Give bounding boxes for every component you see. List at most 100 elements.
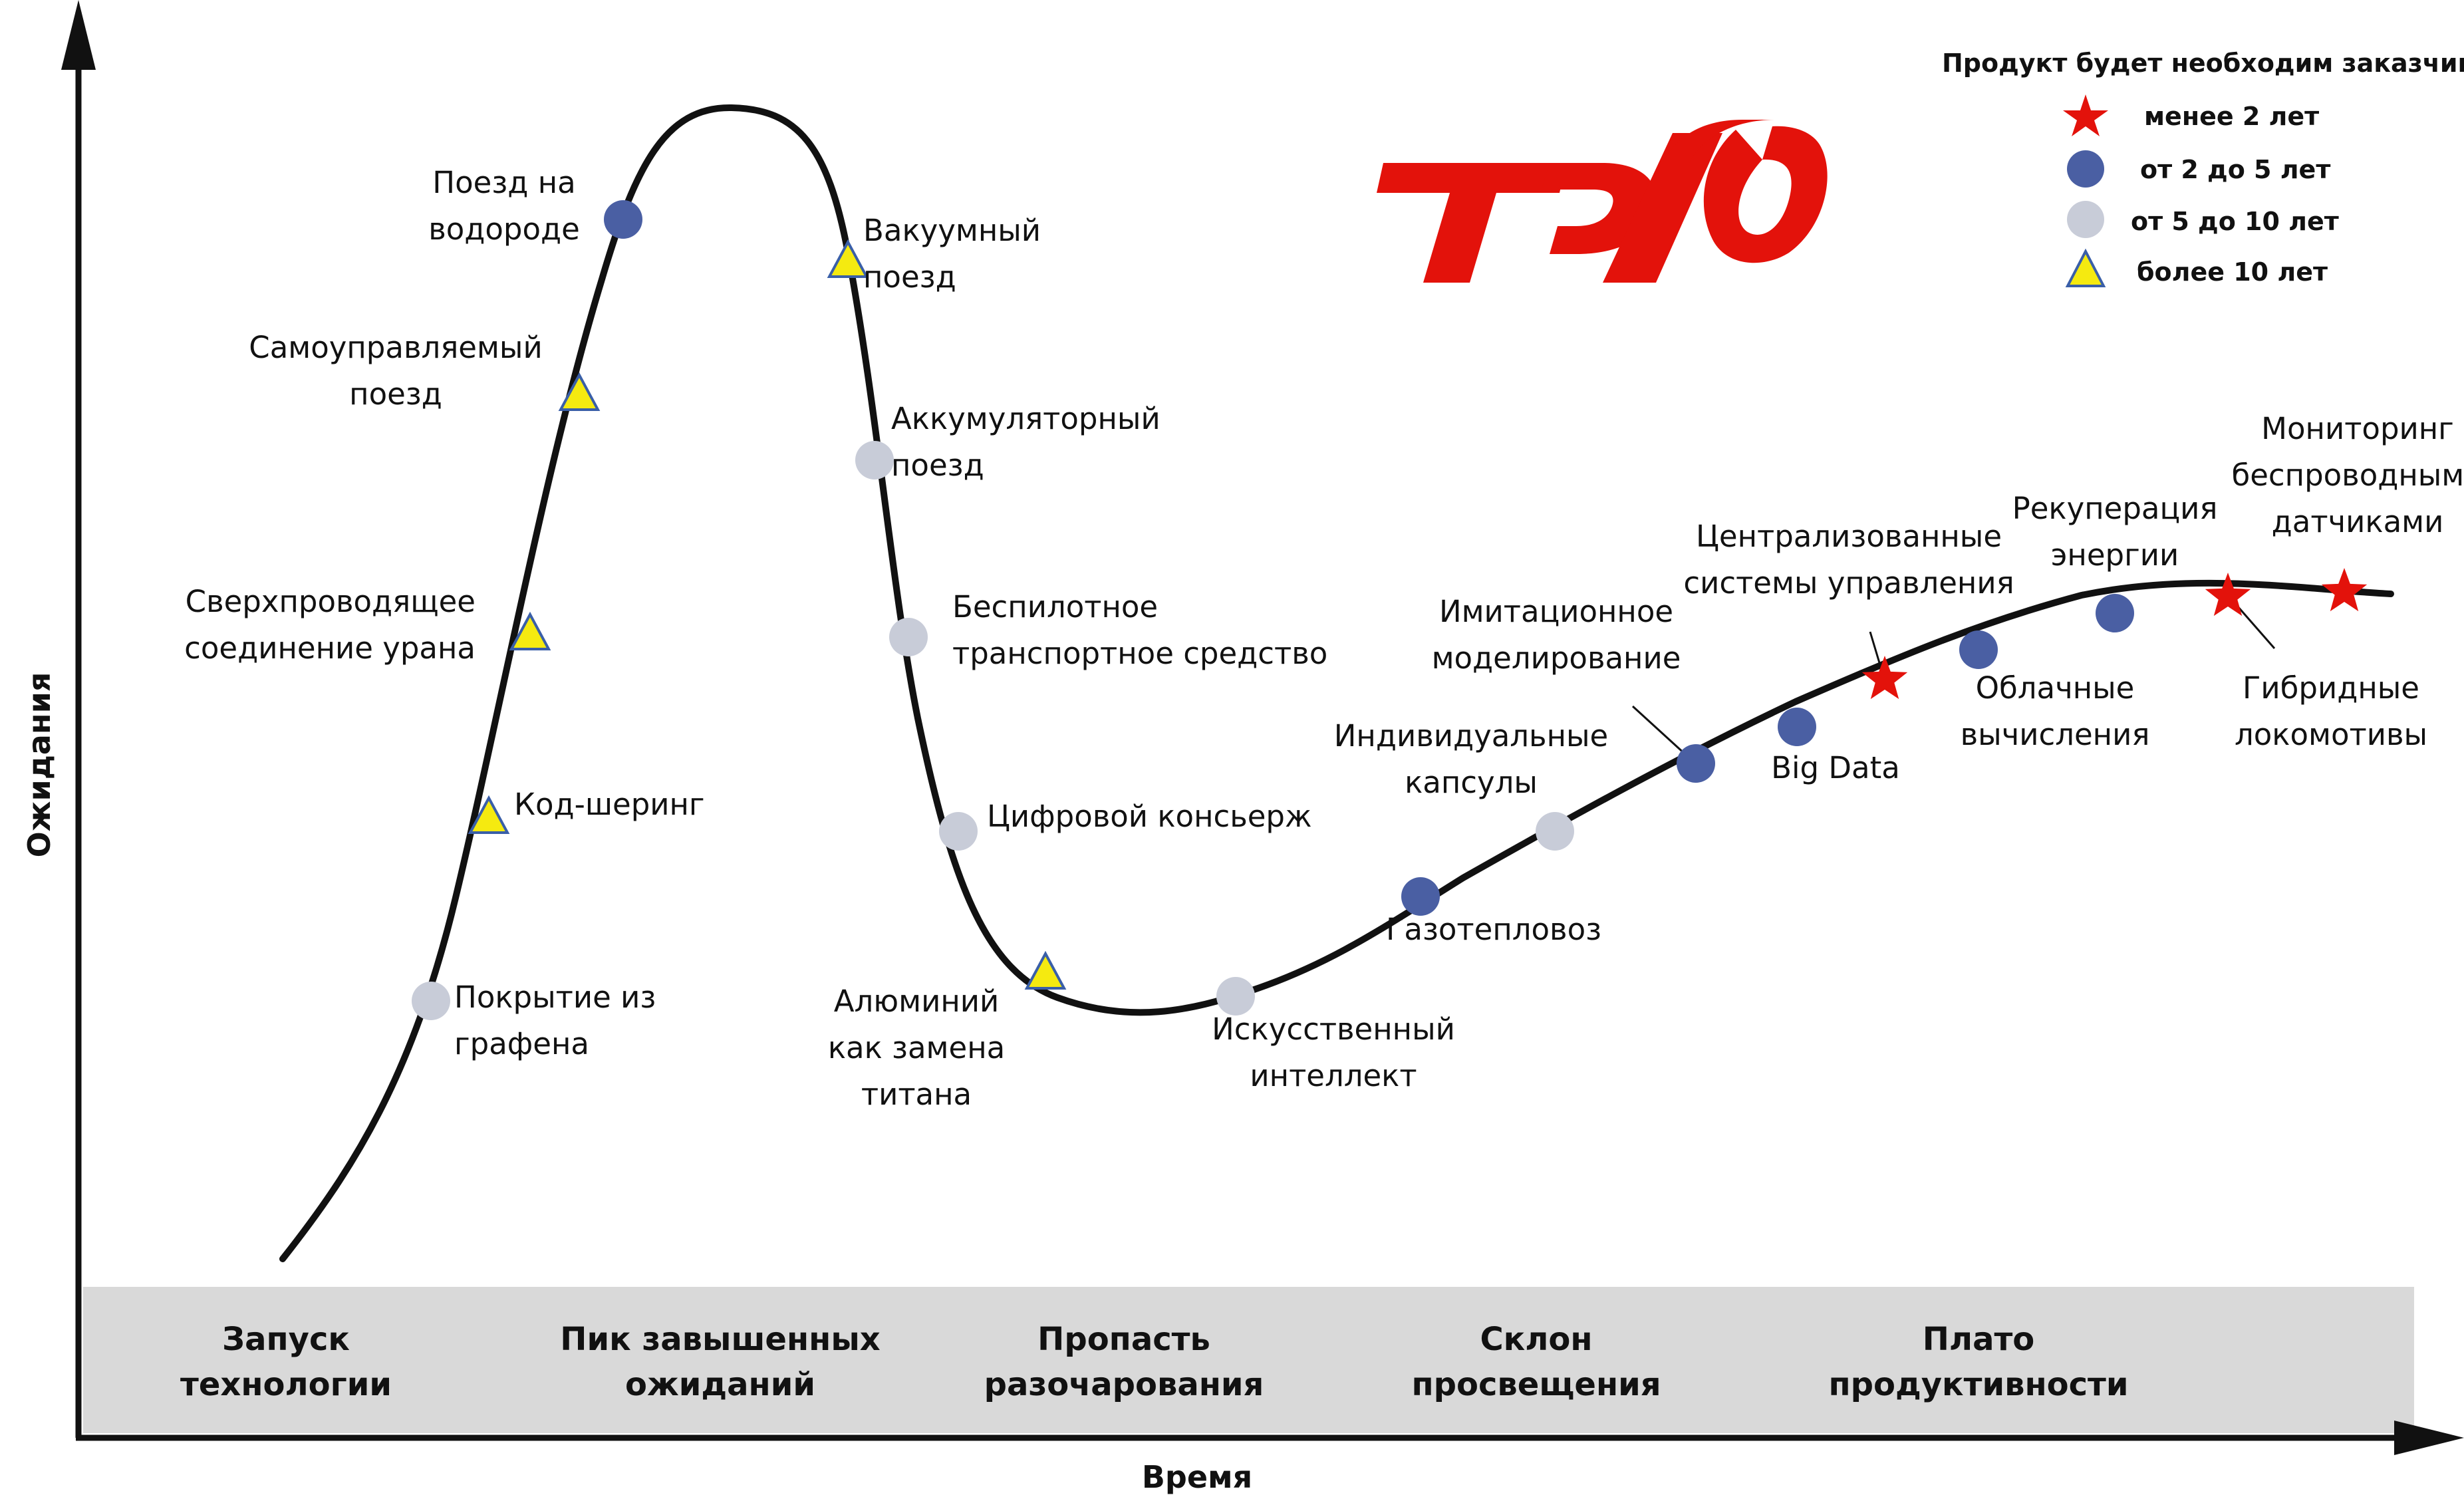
technology-label-line: системы управления	[1683, 565, 2014, 601]
triangle-marker-icon	[1024, 950, 1067, 990]
technology-label: Самоуправляемый поезд	[249, 330, 542, 412]
technology-label-line: Искусственный	[1212, 1012, 1455, 1047]
legend-star-icon	[2063, 94, 2108, 136]
technology-label: Покрытие из графена	[454, 980, 656, 1061]
dark-circle-marker-icon	[1401, 877, 1440, 916]
technology-label-line: поезд	[863, 259, 956, 295]
technology-label: Вакуумный поезд	[863, 213, 1041, 295]
technology-label-line: Цифровой консьерж	[987, 799, 1312, 834]
legend: Продукт будет необходим заказчику: менее…	[1942, 49, 2464, 287]
dark-circle-marker-icon	[1677, 744, 1715, 783]
technology-label-line: беспроводными	[2231, 458, 2464, 493]
technology-markers	[412, 200, 2368, 1020]
technology-label-line: Централизованные	[1696, 519, 2002, 554]
leader-line	[1631, 705, 1687, 756]
phase-label: просвещения	[1411, 1366, 1661, 1403]
x-axis-title: Время	[1142, 1459, 1252, 1494]
phase-label: продуктивности	[1828, 1366, 2128, 1403]
technology-label-line: Алюминий	[834, 984, 1000, 1019]
triangle-marker-icon	[509, 611, 551, 650]
technology-label-line: Беспилотное	[952, 589, 1158, 624]
legend-triangle-icon	[2065, 248, 2106, 287]
hype-curve	[279, 104, 2394, 1262]
technology-label-line: интеллект	[1250, 1058, 1417, 1093]
legend-item-label: от 5 до 10 лет	[2131, 207, 2339, 236]
phase-label: разочарования	[984, 1366, 1264, 1403]
technology-label: Искусственный интеллект	[1212, 1012, 1455, 1093]
technology-label: Поезд на водороде	[428, 165, 580, 247]
y-axis-title: Ожидания	[21, 672, 57, 858]
technology-label: Big Data	[1771, 750, 1900, 785]
technology-label-line: Гибридные	[2243, 670, 2419, 706]
y-axis-arrowhead	[61, 0, 96, 70]
star-marker-icon	[1861, 656, 1908, 700]
phase-label: технологии	[180, 1366, 392, 1403]
technology-label: Беспилотное транспортное средство	[952, 589, 1327, 671]
light-circle-marker-icon	[1216, 977, 1255, 1016]
technology-label-line: датчиками	[2272, 504, 2444, 539]
technology-labels: Покрытие из графена Код-шеринг Сверхпроводя…	[184, 165, 2464, 1112]
technology-label-line: Имитационное	[1439, 594, 1673, 629]
technology-label-line: Сверхпроводящее	[186, 584, 476, 619]
phase-labels: Запуск технологии Пик завышенных ожидани…	[180, 1321, 2128, 1403]
phase-label: Склон	[1480, 1321, 1592, 1358]
legend-title: Продукт будет необходим заказчику:	[1942, 49, 2464, 78]
technology-label: Гибридные локомотивы	[2235, 670, 2427, 752]
light-circle-marker-icon	[412, 982, 450, 1020]
technology-label-line: Вакуумный	[863, 213, 1041, 248]
phase-label: ожиданий	[625, 1366, 815, 1403]
technology-label-line: Мониторинг	[2261, 411, 2454, 446]
technology-label-line: Индивидуальные	[1334, 718, 1608, 753]
technology-label-line: локомотивы	[2235, 717, 2427, 752]
triangle-marker-icon	[468, 795, 510, 834]
legend-light-circle-icon	[2067, 201, 2104, 238]
technology-label-line: Big Data	[1771, 750, 1900, 785]
phase-label: Пик завышенных	[560, 1321, 880, 1358]
technology-label: Сверхпроводящее соединение урана	[184, 584, 476, 666]
technology-label-line: моделирование	[1432, 640, 1681, 676]
phase-label: Запуск	[222, 1321, 350, 1358]
technology-label: Облачные вычисления	[1961, 670, 2150, 752]
dark-circle-marker-icon	[2096, 594, 2134, 632]
technology-label-line: Рекуперация	[2012, 491, 2218, 526]
technology-label-line: поезд	[891, 448, 984, 483]
star-marker-icon	[2321, 568, 2368, 612]
technology-label-line: графена	[454, 1026, 589, 1061]
technology-label-line: Код-шеринг	[514, 787, 705, 822]
dark-circle-marker-icon	[1959, 630, 1998, 669]
technology-label: Индивидуальные капсулы	[1334, 718, 1608, 800]
dark-circle-marker-icon	[604, 200, 642, 239]
phase-label: Плато	[1923, 1321, 2035, 1358]
technology-label-line: капсулы	[1405, 765, 1538, 800]
legend-item-label: менее 2 лет	[2144, 102, 2319, 131]
technology-label: Цифровой консьерж	[987, 799, 1312, 834]
technology-label-line: Поезд на	[432, 165, 575, 200]
triangle-marker-icon	[558, 372, 601, 411]
technology-label-line: транспортное средство	[952, 636, 1327, 671]
technology-label-line: вычисления	[1961, 717, 2150, 752]
technology-label: Имитационное моделирование	[1432, 594, 1681, 676]
legend-item-label: от 2 до 5 лет	[2140, 155, 2330, 184]
rzd-logo	[1377, 120, 1828, 283]
technology-label-line: поезд	[349, 376, 442, 412]
technology-label-line: Газотепловоз	[1386, 912, 1601, 947]
technology-label: Рекуперация энергии	[2012, 491, 2218, 573]
light-circle-marker-icon	[855, 441, 894, 479]
technology-label-line: водороде	[428, 211, 580, 247]
technology-label-line: Самоуправляемый	[249, 330, 542, 365]
triangle-marker-icon	[827, 239, 869, 278]
technology-label-line: Облачные	[1976, 670, 2135, 706]
leader-line	[1869, 631, 1883, 672]
x-axis-arrowhead	[2394, 1421, 2464, 1455]
technology-label-line: Покрытие из	[454, 980, 656, 1015]
technology-label-line: соединение урана	[184, 630, 476, 666]
legend-dark-circle-icon	[2067, 150, 2104, 188]
legend-item-label: более 10 лет	[2137, 257, 2328, 287]
phase-band	[83, 1287, 2414, 1433]
light-circle-marker-icon	[1536, 812, 1574, 851]
technology-label-line: энергии	[2051, 537, 2179, 573]
